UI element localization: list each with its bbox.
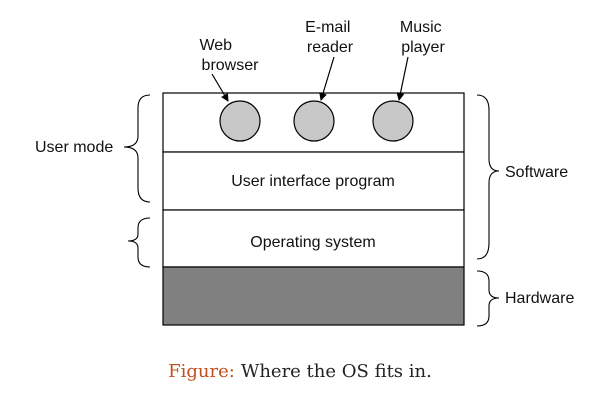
music-player-arrow — [396, 56, 409, 101]
music-player-label: Music player — [400, 19, 446, 56]
user-mode-brace — [123, 94, 151, 203]
hardware-label: Hardware — [505, 290, 574, 307]
caption-text: Where the OS fits in. — [241, 361, 432, 382]
software-label: Software — [505, 164, 568, 181]
ui-program-label: User interface program — [231, 173, 395, 190]
web-browser-circle — [219, 100, 261, 142]
user-mode-label: User mode — [35, 139, 113, 156]
email-reader-arrow — [319, 56, 335, 101]
hardware-layer — [162, 266, 465, 326]
kernel-mode-brace — [127, 217, 151, 268]
software-brace — [476, 94, 500, 260]
hardware-brace — [476, 270, 500, 327]
os-layer — [162, 209, 465, 268]
email-reader-circle — [293, 100, 335, 142]
music-player-circle — [372, 100, 414, 142]
os-label: Operating system — [250, 234, 375, 251]
figure-caption: Figure: Where the OS fits in. — [168, 361, 432, 382]
web-browser-label: Web browser — [199, 37, 259, 74]
web-browser-arrow — [211, 73, 229, 102]
email-reader-label: E-mail reader — [305, 19, 355, 56]
caption-prefix: Figure: — [168, 361, 235, 382]
ui-program-layer — [162, 151, 465, 211]
